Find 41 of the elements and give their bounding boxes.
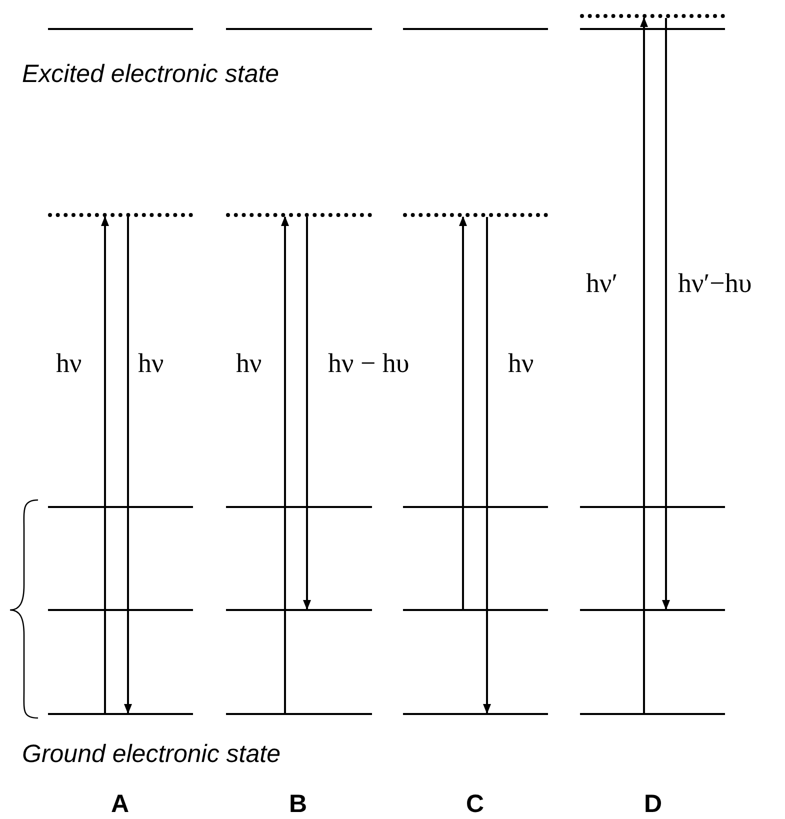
- energy-level-line: [226, 506, 372, 508]
- arrow: [483, 217, 491, 714]
- state-label: Excited electronic state: [22, 60, 280, 89]
- edge-label: hν′: [586, 270, 618, 297]
- energy-level-line: [403, 28, 548, 30]
- energy-level-line: [403, 609, 548, 611]
- energy-level-line: [580, 28, 725, 30]
- edge-label: hν: [236, 350, 262, 377]
- energy-level-line: [580, 609, 725, 611]
- arrow: [281, 216, 289, 713]
- energy-level-line: [403, 713, 548, 715]
- arrow: [640, 17, 648, 713]
- virtual-level-line: [48, 213, 193, 217]
- column-label: D: [644, 790, 662, 819]
- virtual-level-line: [580, 14, 725, 18]
- arrow: [124, 217, 132, 714]
- energy-level-line: [580, 713, 725, 715]
- virtual-level-line: [226, 213, 372, 217]
- energy-level-line: [226, 609, 372, 611]
- arrow: [303, 217, 311, 610]
- edge-label: hν − hυ: [328, 350, 410, 377]
- energy-level-line: [226, 713, 372, 715]
- state-label: Ground electronic state: [22, 740, 280, 769]
- column-label: B: [288, 790, 308, 819]
- energy-level-line: [580, 506, 725, 508]
- arrow: [662, 18, 670, 610]
- edge-label: hν: [56, 350, 82, 377]
- edge-label: hν: [138, 350, 164, 377]
- energy-level-line: [48, 28, 193, 30]
- energy-level-line: [226, 28, 372, 30]
- column-label: C: [466, 790, 484, 819]
- arrow: [459, 216, 467, 609]
- edge-label: hν: [508, 350, 534, 377]
- energy-level-line: [403, 506, 548, 508]
- arrow: [101, 216, 109, 713]
- energy-level-line: [48, 609, 193, 611]
- column-label: A: [110, 790, 130, 819]
- energy-level-line: [48, 506, 193, 508]
- edge-label: hν′−hυ: [678, 270, 752, 297]
- energy-level-line: [48, 713, 193, 715]
- virtual-level-line: [403, 213, 548, 217]
